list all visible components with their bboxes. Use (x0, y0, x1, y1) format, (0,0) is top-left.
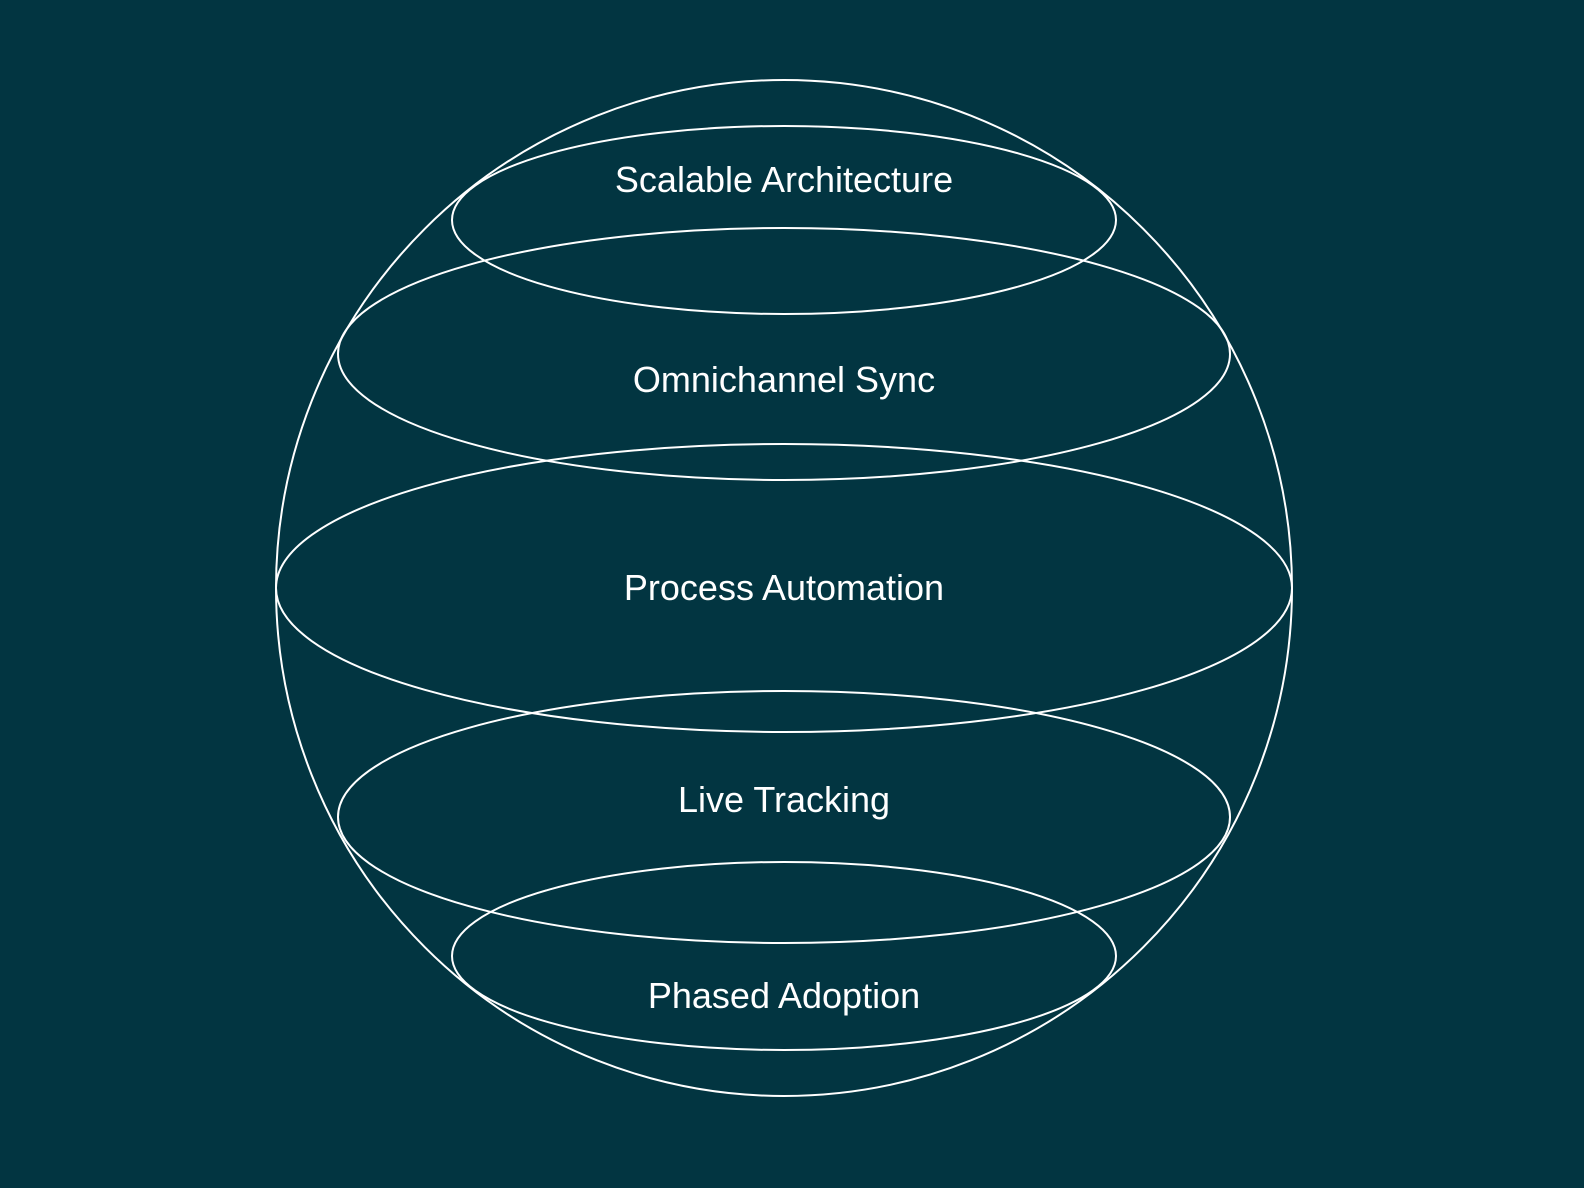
layer-label-phased-adoption: Phased Adoption (648, 975, 920, 1016)
layer-label-process-automation: Process Automation (624, 567, 944, 608)
layer-label-live-tracking: Live Tracking (678, 779, 890, 820)
layer-ellipse-1 (451, 125, 1117, 315)
layer-ellipse-2 (337, 227, 1231, 481)
layer-label-scalable-architecture: Scalable Architecture (615, 159, 953, 200)
layer-ellipse-4 (337, 690, 1231, 944)
layer-ellipse-3 (275, 443, 1293, 733)
layer-ellipse-5 (451, 861, 1117, 1051)
layer-label-omnichannel-sync: Omnichannel Sync (633, 359, 935, 400)
